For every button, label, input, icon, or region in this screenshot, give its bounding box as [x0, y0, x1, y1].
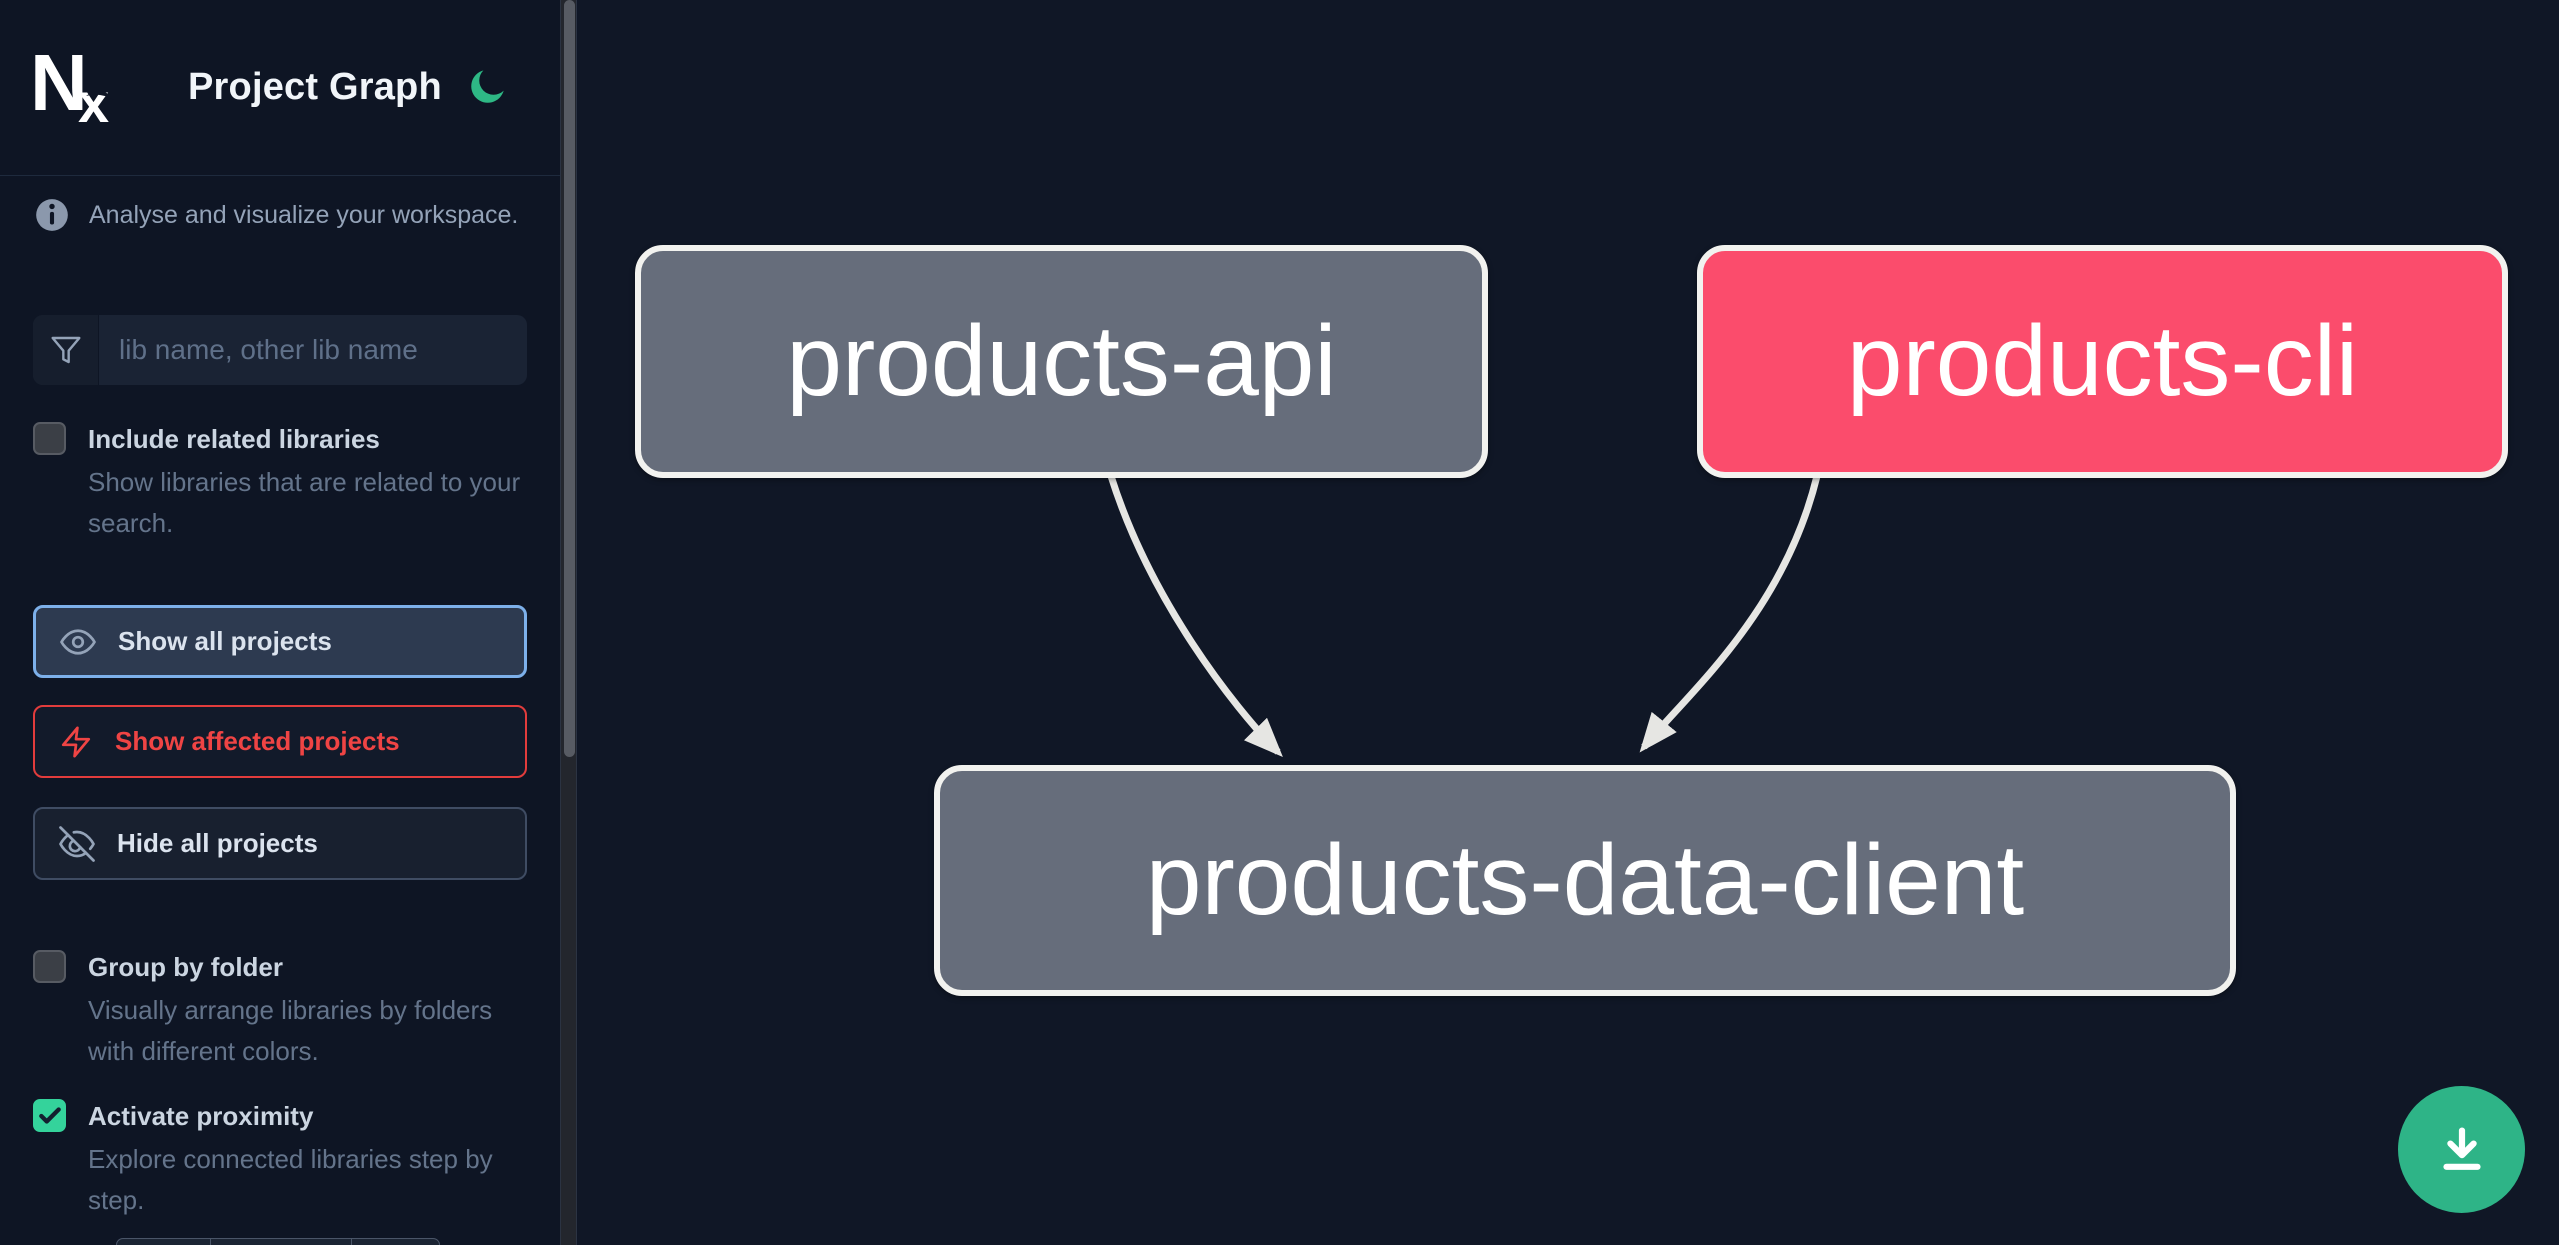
edge-products-api-to-data-client[interactable]: [1107, 474, 1283, 758]
svg-text:N: N: [30, 48, 88, 127]
stepper-divider: [351, 1239, 352, 1245]
include-related-checkbox[interactable]: [33, 422, 66, 455]
node-products-api[interactable]: products-api: [635, 245, 1488, 478]
group-by-folder-description: Visually arrange libraries by folders wi…: [88, 995, 493, 1066]
hide-all-projects-label: Hide all projects: [117, 828, 318, 858]
search-box: [33, 315, 527, 385]
edge-products-cli-to-data-client[interactable]: [1639, 475, 1821, 753]
page-title: Project Graph: [188, 66, 442, 108]
node-label: products-api: [786, 305, 1337, 417]
show-all-projects-label: Show all projects: [118, 626, 332, 656]
check-icon: [38, 1106, 61, 1124]
activate-proximity-description: Explore connected libraries step by step…: [88, 1144, 493, 1215]
show-all-projects-button[interactable]: Show all projects: [33, 605, 527, 678]
include-related-description: Show libraries that are related to your …: [88, 467, 521, 538]
tagline-row: Analyse and visualize your workspace.: [33, 196, 533, 234]
eye-icon: [60, 628, 96, 655]
nx-logo: N x: [30, 48, 114, 128]
eye-off-icon: [59, 825, 95, 862]
proximity-stepper[interactable]: [116, 1238, 440, 1245]
download-graph-button[interactable]: [2398, 1086, 2525, 1213]
group-by-folder-checkbox[interactable]: [33, 950, 66, 983]
theme-toggle-button[interactable]: [464, 66, 508, 110]
moon-icon: [471, 70, 504, 103]
include-related-label: Include related libraries: [88, 424, 380, 454]
sidebar-header: N x Project Graph: [0, 0, 560, 176]
show-affected-projects-button[interactable]: Show affected projects: [33, 705, 527, 778]
activate-proximity-row: Activate proximity Explore connected lib…: [33, 1097, 533, 1221]
group-by-folder-label: Group by folder: [88, 952, 283, 982]
sidebar-scrollbar[interactable]: [560, 0, 577, 1245]
node-label: products-data-client: [1145, 824, 2025, 936]
activate-proximity-checkbox[interactable]: [33, 1099, 66, 1132]
node-products-data-client[interactable]: products-data-client: [934, 765, 2236, 996]
stepper-divider: [210, 1239, 211, 1245]
download-icon: [2442, 1127, 2481, 1170]
show-affected-projects-label: Show affected projects: [115, 726, 400, 756]
search-input[interactable]: [99, 315, 527, 385]
filter-icon: [33, 315, 99, 385]
tagline-text: Analyse and visualize your workspace.: [89, 200, 519, 229]
include-related-row: Include related libraries Show libraries…: [33, 420, 533, 544]
scrollbar-thumb[interactable]: [564, 0, 575, 757]
node-label: products-cli: [1846, 305, 2359, 417]
svg-text:x: x: [78, 71, 109, 128]
group-by-folder-row: Group by folder Visually arrange librari…: [33, 948, 533, 1072]
activate-proximity-label: Activate proximity: [88, 1101, 314, 1131]
sidebar: N x Project Graph Analyse and visualize …: [0, 0, 560, 1245]
hide-all-projects-button[interactable]: Hide all projects: [33, 807, 527, 880]
node-products-cli[interactable]: products-cli: [1697, 245, 2508, 478]
info-icon: [36, 199, 68, 231]
dependency-edges: [1107, 474, 1821, 758]
zap-icon: [61, 725, 91, 758]
graph-canvas[interactable]: products-api products-cli products-data-…: [578, 0, 2559, 1245]
